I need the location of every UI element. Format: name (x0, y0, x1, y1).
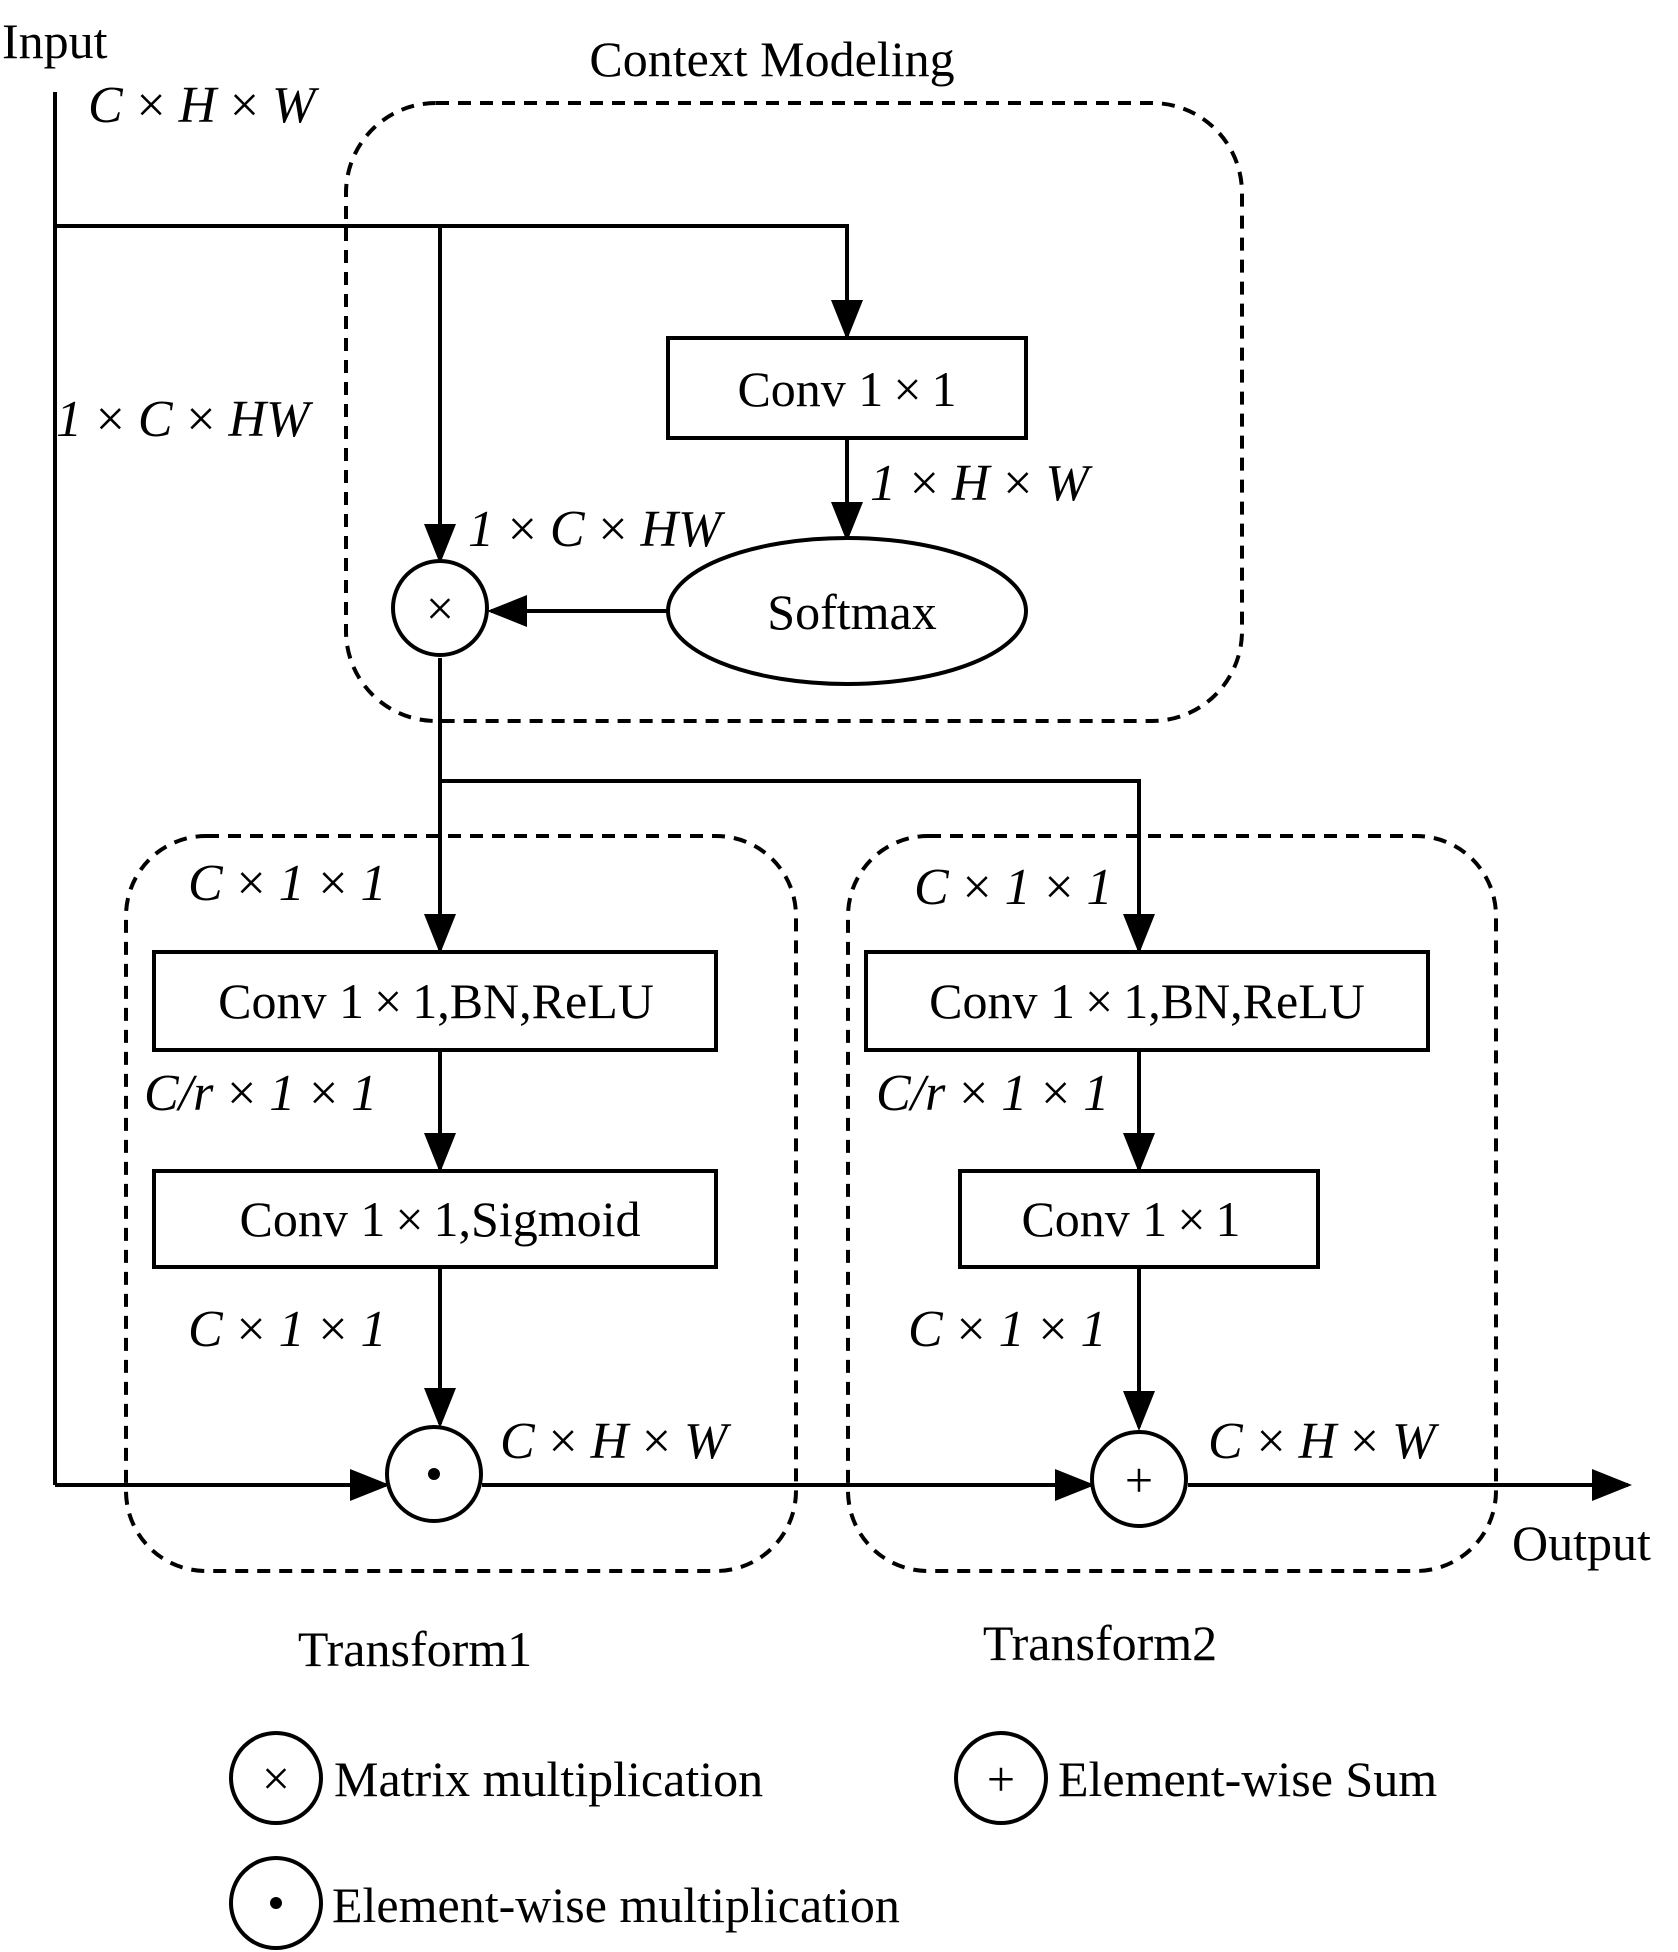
matmul-to-t2 (440, 779, 1155, 954)
dim-t2-in: C × 1 × 1 (914, 859, 1113, 916)
matmul-operator (391, 559, 489, 657)
legend-matmul-label: Matrix multiplication (334, 1751, 763, 1807)
legend-elem-sum-icon (954, 1731, 1048, 1825)
elem-sum-operator (1090, 1430, 1188, 1528)
elem-sum-symbol: + (1125, 1452, 1153, 1508)
t2-conv-a-box (864, 950, 1430, 1052)
dim-mul-out: C × H × W (500, 1413, 732, 1470)
t1-conv-b-label: Conv 1 × 1,Sigmoid (239, 1191, 640, 1247)
matmul-symbol: × (426, 580, 454, 636)
dim-conv-out: 1 × H × W (870, 455, 1093, 512)
legend-elem-mul-label: Element-wise multiplication (332, 1877, 900, 1933)
transform2-title: Transform2 (983, 1615, 1217, 1671)
legend-elem-mul-dot (270, 1897, 282, 1909)
softmax-ellipse (666, 536, 1028, 686)
dim-t2-mid: C/r × 1 × 1 (876, 1065, 1109, 1122)
t2-conv-b-label: Conv 1 × 1 (1021, 1191, 1240, 1247)
legend-elem-sum-symbol: + (987, 1751, 1015, 1807)
legend-matmul-symbol: × (262, 1750, 290, 1806)
conv-ctx-label: Conv 1 × 1 (737, 361, 956, 417)
t1-conv-b-box (152, 1169, 718, 1269)
dim-t2-out: C × 1 × 1 (908, 1301, 1107, 1358)
dim-reshape-left: 1 × C × HW (56, 391, 314, 448)
softmax-label: Softmax (767, 584, 936, 640)
t2-conv-a-label: Conv 1 × 1,BN,ReLU (929, 973, 1365, 1029)
legend: × Matrix multiplication + Element-wise S… (229, 1731, 1437, 1950)
input-label: Input (2, 13, 108, 69)
transform2-group (846, 834, 1498, 1573)
transform1-title: Transform1 (298, 1621, 532, 1677)
t2-conv-b-box (958, 1169, 1320, 1269)
dim-t1-out: C × 1 × 1 (188, 1301, 387, 1358)
t1-conv-a-box (152, 950, 718, 1052)
transform1-group (124, 834, 798, 1573)
legend-matmul-icon (229, 1731, 323, 1825)
dim-t1-mid: C/r × 1 × 1 (144, 1065, 377, 1122)
dim-input: C × H × W (88, 77, 320, 134)
legend-elem-sum-label: Element-wise Sum (1058, 1751, 1437, 1807)
connections (53, 92, 1632, 1501)
input-to-conv (440, 224, 863, 340)
context-modeling-group (344, 101, 1244, 723)
context-modeling-title: Context Modeling (589, 31, 954, 87)
dim-softmax-out: 1 × C × HW (468, 501, 726, 558)
t1-conv-a-label: Conv 1 × 1,BN,ReLU (218, 973, 654, 1029)
conv-ctx-box (666, 336, 1028, 440)
dim-sum-out: C × H × W (1208, 1413, 1440, 1470)
dim-t1-in: C × 1 × 1 (188, 855, 387, 912)
elem-mul-dot (428, 1468, 440, 1480)
output-label: Output (1512, 1515, 1651, 1571)
